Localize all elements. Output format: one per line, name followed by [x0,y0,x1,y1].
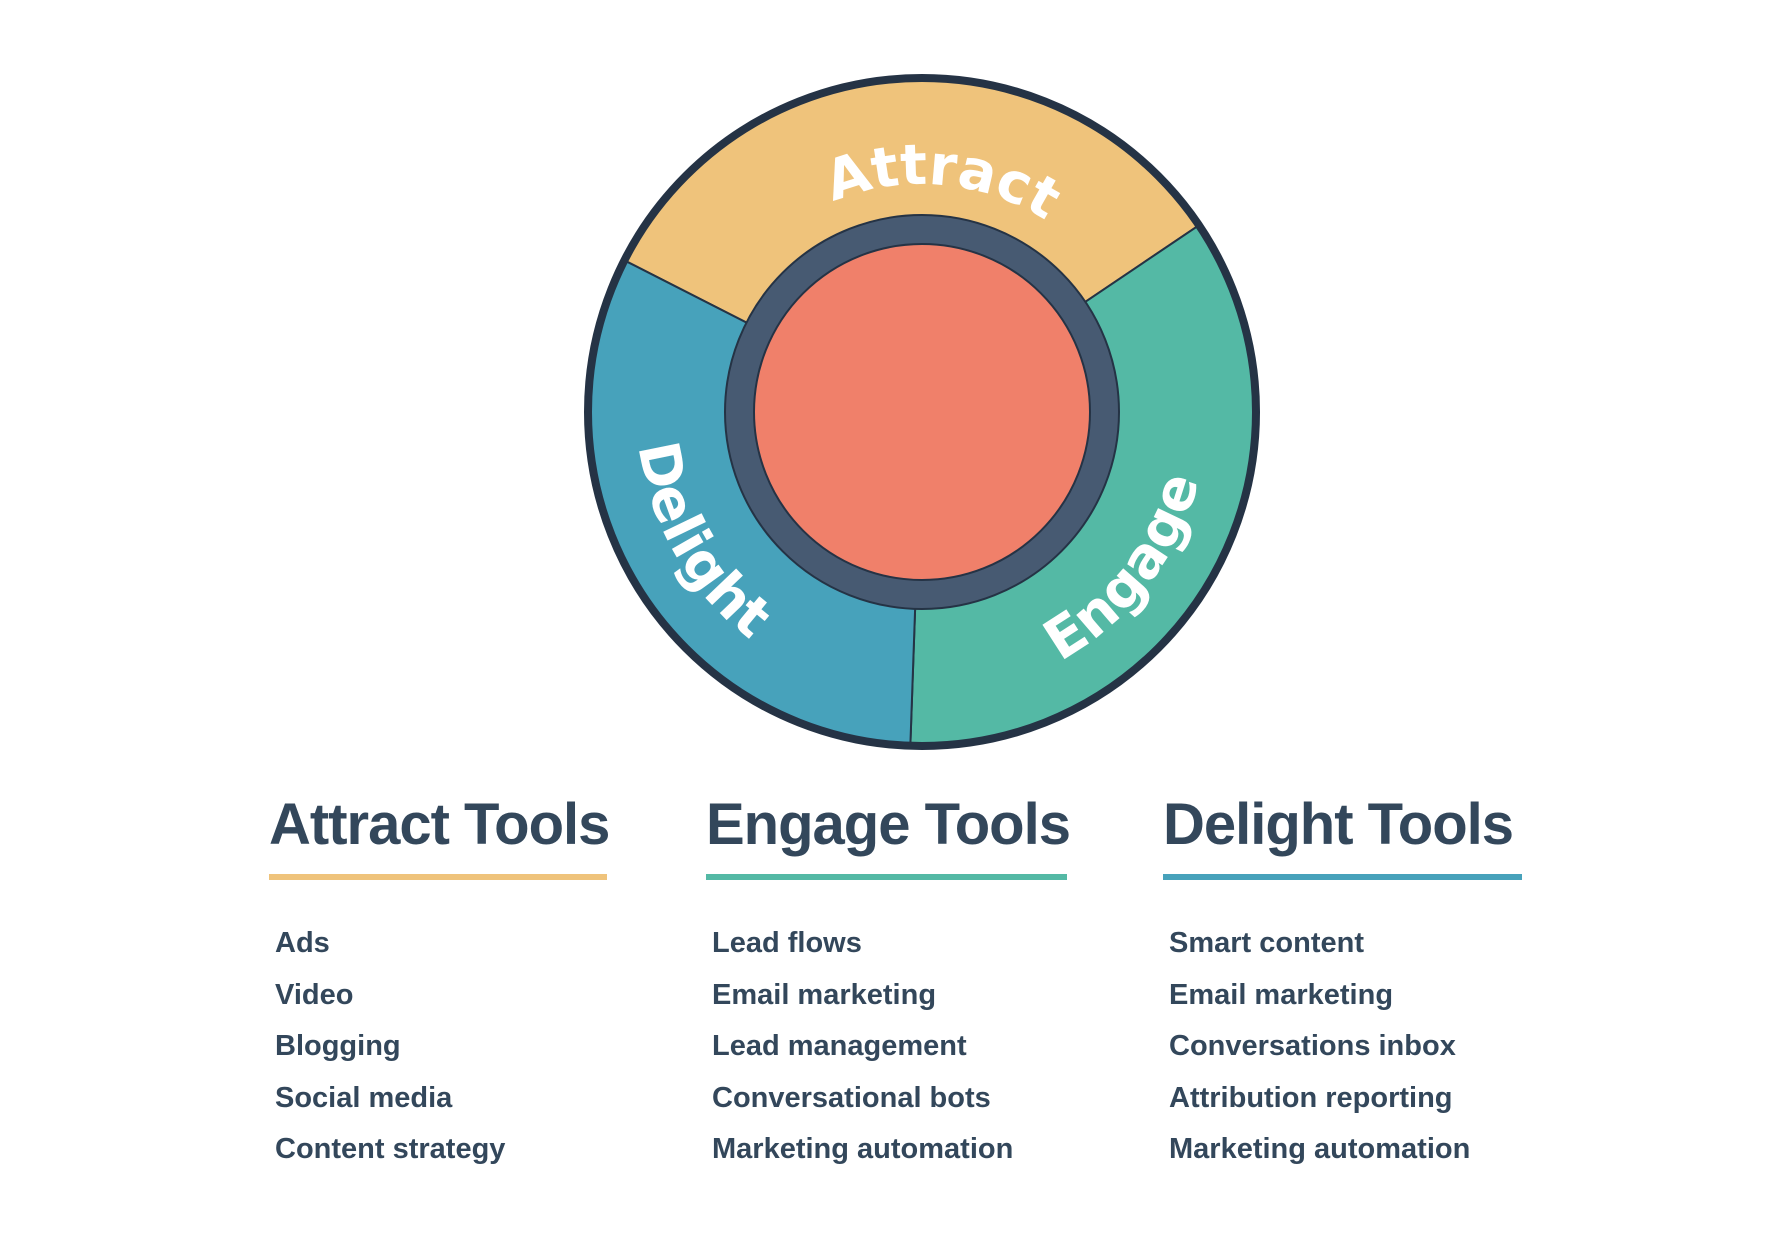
list-item: Lead management [712,1030,967,1062]
list-item: Marketing automation [1169,1133,1471,1165]
list-item: Blogging [275,1030,401,1062]
attract-underline [269,874,607,880]
list-item: Lead flows [712,927,862,959]
column-title: Engage Tools [706,792,1071,857]
list-item: Attribution reporting [1169,1081,1453,1114]
list-item: Video [275,978,354,1011]
list-item: Email marketing [1169,978,1394,1011]
column-title: Delight Tools [1163,792,1514,857]
list-item: Email marketing [712,978,937,1011]
delight-underline [1163,874,1522,880]
engage-underline [706,874,1067,880]
list-item: Smart content [1169,927,1364,959]
engage-tools-column: Engage Tools Lead flows Email marketing … [706,790,1071,1176]
delight-tools-column: Delight Tools Smart content Email market… [1163,790,1522,1176]
attract-tools-column: Attract Tools Ads Video Blogging Social … [269,790,610,1176]
list-item: Social media [275,1081,453,1114]
list-item: Content strategy [275,1133,506,1165]
list-item: Ads [275,927,330,959]
list-item: Conversations inbox [1169,1030,1456,1062]
hub-circle [753,243,1091,581]
column-title: Attract Tools [269,792,610,857]
list-item: Marketing automation [712,1133,1014,1165]
outer-ring [584,74,1260,750]
list-item: Conversational bots [712,1081,991,1114]
